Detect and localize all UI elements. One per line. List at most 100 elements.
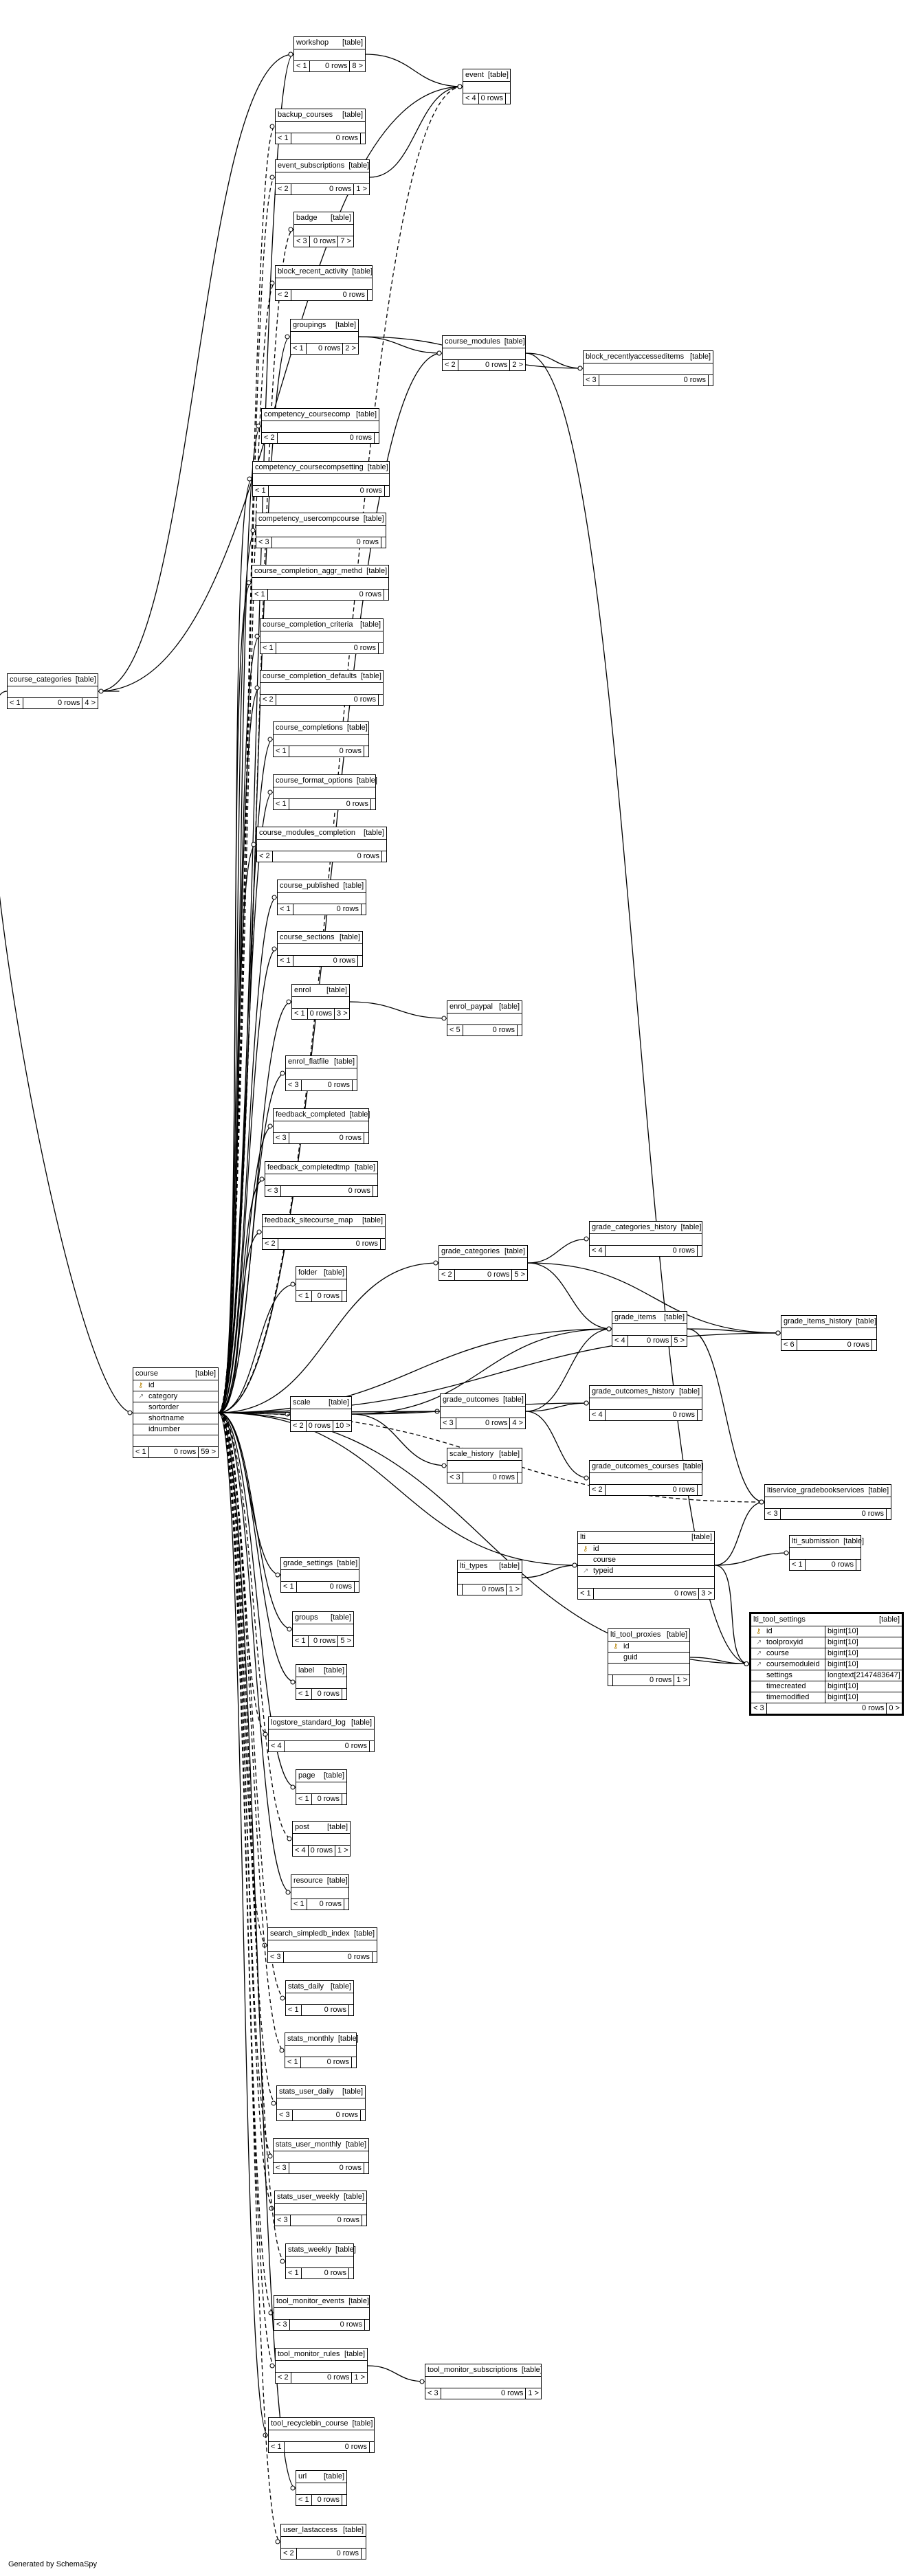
parent-count[interactable]: < 1 [274,746,289,757]
parent-count[interactable]: < 3 [265,1186,281,1196]
parent-count[interactable]: < 6 [781,1340,797,1350]
table-name[interactable]: grade_categories_history [592,1223,677,1231]
table-name[interactable]: tool_monitor_rules [278,2350,340,2358]
parent-count[interactable]: < 2 [590,1485,606,1495]
parent-count[interactable]: < 1 [8,698,23,708]
table-name[interactable]: feedback_sitecourse_map [265,1216,353,1224]
table-name[interactable]: lti_tool_proxies [610,1631,661,1639]
child-count[interactable] [872,1340,876,1350]
parent-count[interactable]: < 3 [274,2163,289,2173]
child-count[interactable] [381,1239,385,1249]
table-name[interactable]: grade_outcomes [443,1396,499,1404]
child-count[interactable] [370,1741,374,1751]
child-count[interactable] [342,2495,346,2505]
parent-count[interactable]: < 1 [252,590,268,600]
parent-count[interactable]: < 1 [286,2268,302,2278]
table-name[interactable]: tool_recyclebin_course [271,2419,348,2428]
parent-count[interactable]: < 3 [441,1418,456,1429]
parent-count[interactable]: < 1 [260,643,276,653]
parent-count[interactable]: < 1 [296,1291,312,1301]
table-name[interactable]: course [135,1369,159,1378]
table-name[interactable]: backup_courses [278,111,333,119]
table-name[interactable]: lti_submission [792,1537,840,1545]
child-count[interactable] [370,2442,374,2452]
parent-count[interactable]: < 2 [260,695,276,705]
child-count[interactable]: 5 > [674,1336,685,1345]
child-count[interactable]: 59 > [201,1448,216,1456]
table-name[interactable]: course_modules [445,337,500,346]
parent-count[interactable]: < 3 [584,375,599,385]
parent-count[interactable]: < 1 [296,2495,312,2505]
parent-count[interactable] [608,1675,613,1685]
parent-count[interactable]: < 1 [274,799,289,809]
child-count[interactable] [698,1485,702,1495]
table-name[interactable]: grade_outcomes_courses [592,1462,679,1470]
table-name[interactable]: grade_outcomes_history [592,1387,675,1396]
parent-count[interactable]: < 3 [425,2388,441,2399]
parent-count[interactable]: < 4 [590,1410,606,1420]
child-count[interactable] [373,1186,377,1196]
parent-count[interactable]: < 1 [285,2057,301,2068]
child-count[interactable]: 5 > [340,1637,351,1645]
child-count[interactable] [353,1080,357,1090]
child-count[interactable]: 3 > [701,1589,712,1598]
parent-count[interactable]: < 1 [278,956,293,966]
parent-count[interactable]: < 3 [275,2215,291,2226]
child-count[interactable]: 1 > [354,2373,365,2382]
table-name[interactable]: course_completion_aggr_methd [254,567,363,575]
table-name[interactable]: block_recent_activity [278,267,348,276]
parent-count[interactable]: < 1 [296,1794,312,1804]
child-count[interactable] [342,1291,346,1301]
table-name[interactable]: course_completion_criteria [263,620,353,629]
parent-count[interactable]: < 2 [276,184,291,194]
child-count[interactable]: 4 > [85,699,96,707]
table-name[interactable]: groups [295,1613,318,1622]
table-name[interactable]: lti_types [460,1562,488,1570]
child-count[interactable] [385,486,389,496]
child-count[interactable] [371,799,375,809]
table-name[interactable]: grade_items [614,1313,656,1321]
child-count[interactable] [518,1025,522,1035]
parent-count[interactable]: < 1 [278,904,293,915]
child-count[interactable] [379,643,383,653]
child-count[interactable] [364,1133,368,1143]
child-count[interactable]: 1 > [356,185,367,193]
table-name[interactable]: feedback_completed [276,1110,346,1119]
child-count[interactable] [506,93,510,104]
child-count[interactable] [361,2110,365,2120]
table-name[interactable]: post [295,1823,309,1831]
table-name[interactable]: course_published [280,882,340,890]
parent-count[interactable]: < 2 [257,851,273,862]
child-count[interactable] [856,1560,861,1570]
child-count[interactable] [518,1472,522,1483]
child-count[interactable] [362,2215,366,2226]
table-name[interactable]: course_format_options [276,776,353,785]
parent-count[interactable]: < 1 [293,1636,309,1646]
child-count[interactable]: 8 > [352,62,363,70]
child-count[interactable] [364,746,368,757]
child-count[interactable]: 3 > [337,1009,348,1018]
table-name[interactable]: folder [298,1268,318,1277]
table-name[interactable]: tool_monitor_events [276,2297,345,2305]
